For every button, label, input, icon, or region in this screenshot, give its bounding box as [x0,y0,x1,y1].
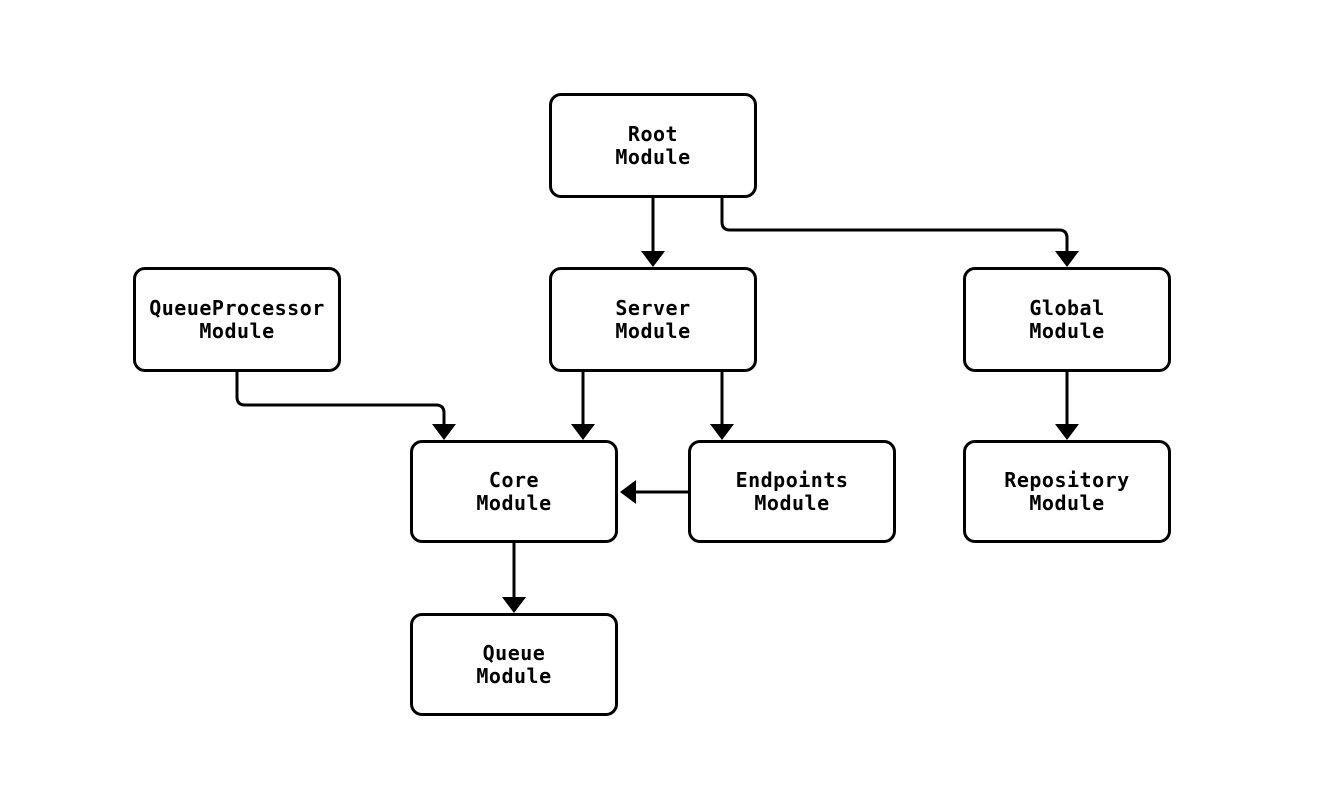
node-label: QueueProcessor Module [149,295,325,343]
arrowhead-down-icon [1055,251,1079,267]
node-label: Global Module [1029,295,1105,343]
arrowhead-down-icon [641,251,665,267]
edge-global-to-repository [1055,372,1079,440]
arrowhead-down-icon [1055,424,1079,440]
node-queueprocessor-module: QueueProcessor Module [133,267,341,372]
edge-server-to-endpoints [710,372,734,440]
node-label: Server Module [615,295,691,343]
arrowhead-down-icon [710,424,734,440]
node-root-module: Root Module [549,93,757,198]
edge-core-to-queue [502,543,526,613]
node-endpoints-module: Endpoints Module [688,440,896,543]
node-core-module: Core Module [410,440,618,543]
arrowhead-down-icon [571,424,595,440]
node-label: Root Module [615,121,691,169]
arrowhead-left-icon [620,480,636,504]
arrowhead-down-icon [502,597,526,613]
node-label: Core Module [476,467,552,515]
node-label: Repository Module [1004,467,1130,515]
node-server-module: Server Module [549,267,757,372]
node-label: Endpoints Module [735,467,849,515]
node-repository-module: Repository Module [963,440,1171,543]
edge-root-to-global [720,198,1079,267]
edge-root-to-server [641,198,665,267]
node-queue-module: Queue Module [410,613,618,716]
edge-queueprocessor-to-core [235,372,456,440]
arrowhead-down-icon [432,424,456,440]
edge-server-to-core [571,372,595,440]
node-global-module: Global Module [963,267,1171,372]
node-label: Queue Module [476,640,552,688]
edge-endpoints-to-core [620,480,688,504]
